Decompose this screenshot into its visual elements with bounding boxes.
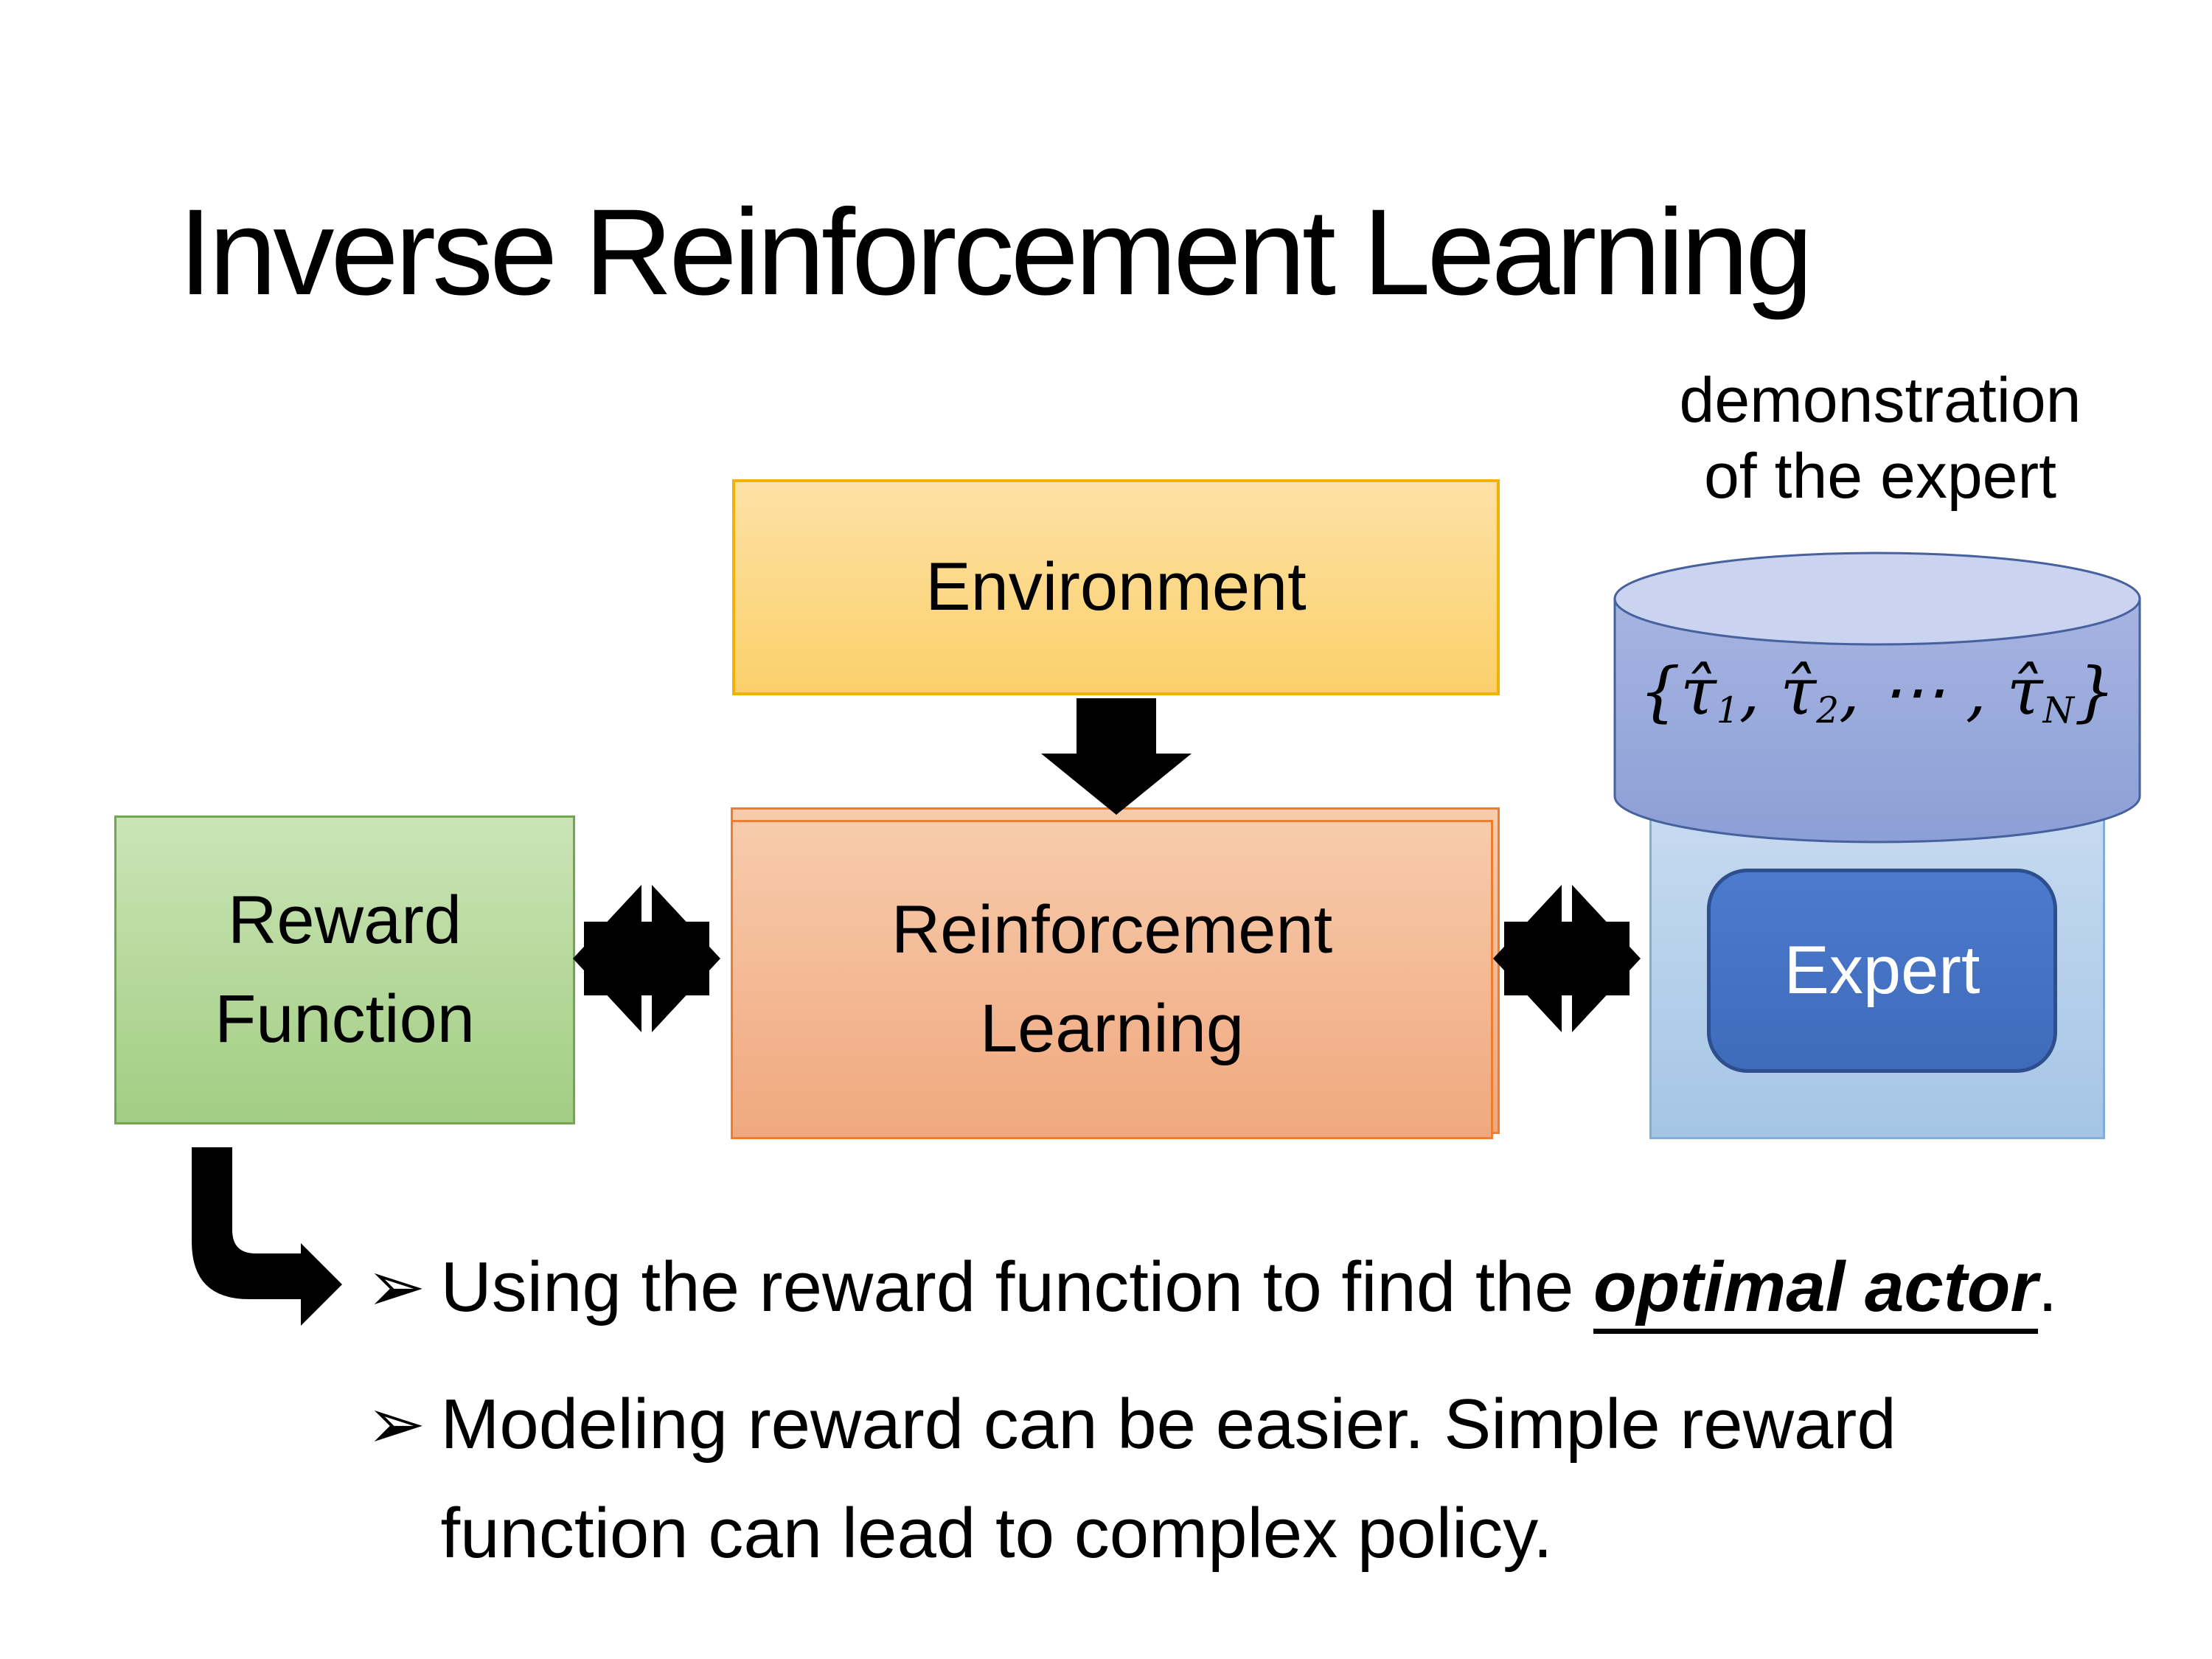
environment-box-label: Environment xyxy=(925,549,1307,625)
rl-box-label-line1: Reinforcement xyxy=(891,892,1333,968)
bullet-item-2: ➢ Modeling reward can be easier. Simple … xyxy=(366,1370,2136,1588)
cylinder-top-ellipse xyxy=(1613,552,2141,646)
formula-part: } xyxy=(2073,653,2115,729)
bullet-1-pre: Using the reward function to find the xyxy=(440,1248,1593,1326)
formula-subscript: 1 xyxy=(1716,690,1739,732)
formula-part: , ⋯ , xyxy=(1839,653,2007,729)
bent-arrow-icon xyxy=(192,1147,342,1326)
bullet-2-line2: function can lead to complex policy. xyxy=(440,1493,1553,1573)
bullet-arrowhead-icon: ➢ xyxy=(366,1248,426,1326)
bullet-1-post: . xyxy=(2037,1248,2058,1326)
bullet-item-1: ➢ Using the reward function to find the … xyxy=(366,1233,2136,1342)
formula-part: { xyxy=(1639,653,1681,729)
bullet-1-text: Using the reward function to find the op… xyxy=(440,1233,2136,1342)
demonstration-label-line1: demonstration xyxy=(1679,365,2081,436)
reward-box-label-line2: Function xyxy=(215,981,475,1057)
reward-rl-double-arrow-icon xyxy=(573,885,720,1032)
bullet-1-emphasis: optimal actor xyxy=(1593,1248,2038,1334)
reward-box-label-line1: Reward xyxy=(227,883,462,959)
bullet-arrowhead-icon: ➢ xyxy=(366,1384,426,1464)
formula-part: , xyxy=(1739,653,1781,729)
expert-box: Expert xyxy=(1707,869,2057,1073)
down-arrow-icon xyxy=(1041,698,1192,815)
bullet-2-line1: Modeling reward can be easier. Simple re… xyxy=(440,1384,1896,1464)
environment-box: Environment xyxy=(732,479,1500,695)
expert-box-label: Expert xyxy=(1784,933,1980,1008)
trajectory-formula: {τ̂1, τ̂2, ⋯ , τ̂N} xyxy=(1622,653,2132,731)
page-title: Inverse Reinforcement Learning xyxy=(178,184,1813,321)
demonstration-label: demonstration of the expert xyxy=(1607,363,2153,515)
reward-function-box: Reward Function xyxy=(114,815,575,1124)
bullet-2-text: Modeling reward can be easier. Simple re… xyxy=(440,1370,2136,1588)
formula-subscript: 2 xyxy=(1816,690,1839,732)
bullet-list: ➢ Using the reward function to find the … xyxy=(366,1233,2136,1587)
formula-part: τ̂ xyxy=(1680,653,1717,729)
demonstration-cylinder xyxy=(1613,552,2141,844)
formula-subscript: N xyxy=(2042,690,2074,732)
formula-part: τ̂ xyxy=(1780,653,1817,729)
formula-part: τ̂ xyxy=(2006,653,2043,729)
rl-expert-double-arrow-icon xyxy=(1493,885,1641,1032)
demonstration-label-line2: of the expert xyxy=(1703,441,2057,512)
cylinder-body xyxy=(1613,597,2141,844)
rl-box-label-line2: Learning xyxy=(979,990,1245,1066)
reinforcement-learning-box: Reinforcement Learning xyxy=(731,820,1493,1139)
